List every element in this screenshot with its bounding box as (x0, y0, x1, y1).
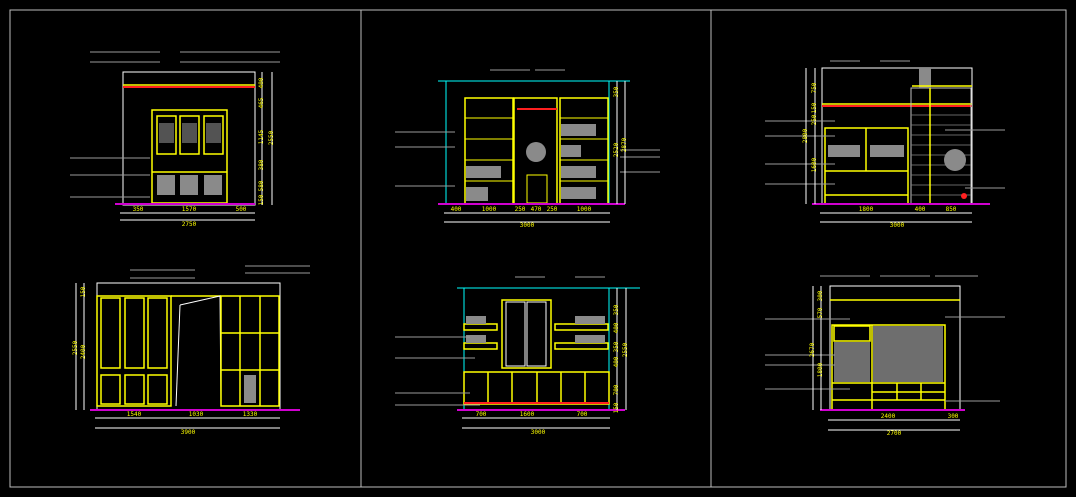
dimension-label: 580 (258, 180, 265, 191)
dimension-label: 350 (613, 341, 620, 352)
dimension-label: 570 (817, 307, 824, 318)
dimension-label: 700 (476, 411, 487, 418)
storage-cabinet (220, 295, 280, 407)
dimension-label: 700 (613, 384, 620, 395)
dimension-label: 500 (236, 206, 247, 213)
dimension-label: 850 (946, 206, 957, 213)
dimension-label: 1570 (182, 206, 197, 213)
dimension-total: 2550 (268, 130, 275, 145)
dimension-total: 3900 (181, 429, 196, 436)
elevation-5[interactable]: 700 1600 700 3000 350 400 350 400 700 15… (395, 276, 640, 436)
plant-decoration (944, 149, 966, 171)
dimension-label: 1000 (577, 206, 592, 213)
dimension-label: 1800 (817, 362, 824, 377)
elevation-6[interactable]: 2400 300 2700 300 570 1800 2670 (765, 275, 1005, 437)
doorway (179, 295, 222, 407)
dimension-total: 3000 (890, 222, 905, 229)
dimension-total: 2550 (622, 342, 629, 357)
glass-display-cabinet (96, 295, 172, 407)
dimension-label: 1000 (482, 206, 497, 213)
dimension-label: 400 (915, 206, 926, 213)
dimension-label: 350 (613, 304, 620, 315)
elevation-2[interactable]: 400 1000 250 470 250 1000 3000 350 2520 … (395, 69, 660, 229)
dimension-total: 2670 (809, 342, 816, 357)
dimension-label: 700 (577, 411, 588, 418)
dimension-total: 2550 (72, 340, 79, 355)
dimension-label: 150 (613, 402, 620, 413)
dimension-label: 350 (613, 86, 620, 97)
dimension-label: 400 (613, 356, 620, 367)
dimension-total: 3000 (531, 429, 546, 436)
dimension-label: 400 (258, 77, 265, 88)
elevation-1[interactable]: 350 1570 500 2750 400 465 1145 380 580 1… (70, 51, 280, 228)
dimension-label: 1145 (258, 129, 265, 144)
dimension-label: 1600 (520, 411, 535, 418)
dimension-total: 3000 (520, 222, 535, 229)
elevation-4[interactable]: 1540 1030 1330 3900 150 2400 2550 (72, 265, 310, 436)
plant-decoration (526, 142, 546, 162)
dimension-label: 470 (531, 206, 542, 213)
dimension-label: 1030 (189, 411, 204, 418)
dimension-label: 150 (80, 286, 87, 297)
dimension-label: 250 (515, 206, 526, 213)
dimension-total: 2700 (887, 430, 902, 437)
dimension-label: 400 (613, 322, 620, 333)
dimension-label: 300 (817, 290, 824, 301)
dimension-label: 400 (451, 206, 462, 213)
dimension-label: 300 (948, 413, 959, 420)
drawing-border (9, 9, 1067, 488)
dimension-total: 2870 (621, 137, 628, 152)
dimension-label: 250 (811, 114, 818, 125)
dimension-total: 2800 (802, 128, 809, 143)
mirror (501, 299, 552, 369)
dimension-label: 380 (258, 159, 265, 170)
dimension-label: 1800 (859, 206, 874, 213)
dimension-label: 150 (258, 194, 265, 205)
dimension-label: 750 (811, 82, 818, 93)
dimension-label: 250 (547, 206, 558, 213)
dimension-total: 2750 (182, 221, 197, 228)
dimension-label: 2400 (881, 413, 896, 420)
dimension-label: 2400 (80, 344, 87, 359)
dimension-label: 1330 (243, 411, 258, 418)
dimension-label: 150 (811, 102, 818, 113)
elevation-3[interactable]: 1800 400 850 3000 750 150 250 1600 2800 (765, 60, 1005, 229)
dimension-label: 350 (133, 206, 144, 213)
dimension-label: 465 (258, 97, 265, 108)
dimension-label: 1540 (127, 411, 142, 418)
dimension-label: 2520 (613, 142, 620, 157)
dimension-label: 1600 (811, 157, 818, 172)
